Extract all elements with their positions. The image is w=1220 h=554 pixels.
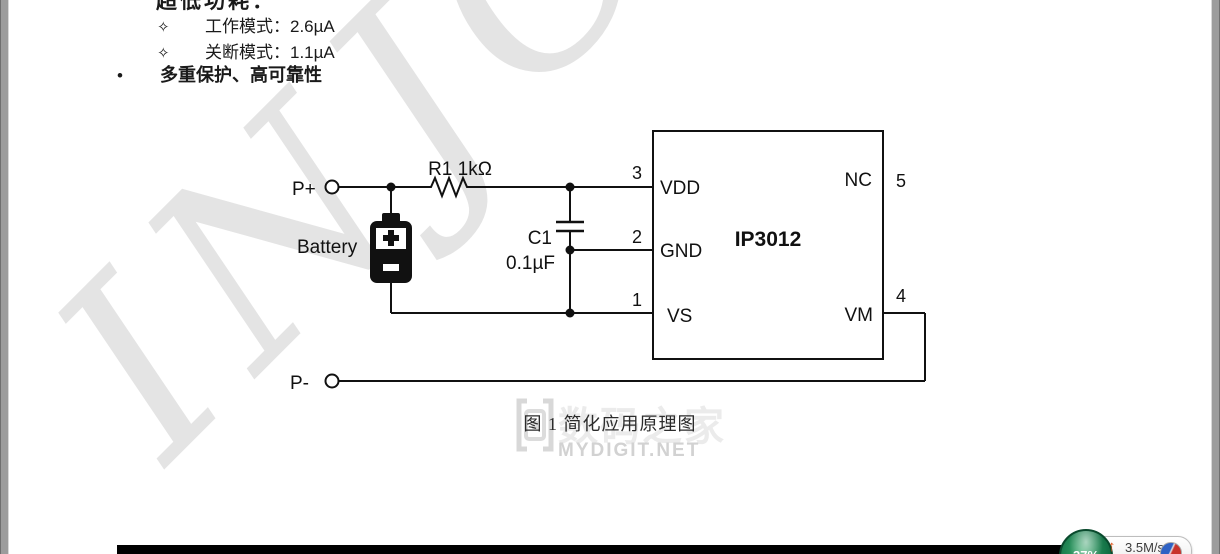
p-minus-label: P- xyxy=(290,373,309,394)
diamond-bullet-icon: ✧ xyxy=(157,19,170,36)
pin-name-nc: NC xyxy=(845,170,872,191)
pin-name-vm: VM xyxy=(845,305,874,326)
pin-name-vdd: VDD xyxy=(660,178,700,199)
pin-number-3: 3 xyxy=(632,163,642,183)
diamond-bullet-icon: ✧ xyxy=(157,45,170,62)
pin-name-gnd: GND xyxy=(660,241,702,262)
c1-label: C1 xyxy=(528,228,552,249)
c1-value: 0.1µF xyxy=(506,253,555,274)
p-minus-terminal xyxy=(324,373,340,389)
feature-item: ✧ 关断模式：1.1µA xyxy=(157,38,335,63)
p-plus-terminal xyxy=(324,179,340,195)
viewer-left-gutter xyxy=(0,0,9,554)
chip-name: IP3012 xyxy=(735,228,802,251)
clipped-heading: 超低功耗： xyxy=(156,0,276,13)
dot-bullet-icon: • xyxy=(117,66,123,85)
next-page-header-bar xyxy=(117,545,1062,554)
pin-name-vs: VS xyxy=(667,306,692,327)
battery-icon xyxy=(370,213,412,283)
pin-number-2: 2 xyxy=(632,227,642,247)
pin-number-5: 5 xyxy=(896,171,906,191)
viewer-right-gutter xyxy=(1211,0,1220,554)
resistor-r1 xyxy=(425,175,473,199)
battery-label: Battery xyxy=(297,237,358,258)
junction-dots xyxy=(386,182,575,318)
feature-item-text: 关断模式：1.1µA xyxy=(205,43,335,62)
feature-item-bold: • 多重保护、高可靠性 xyxy=(117,61,322,87)
feature-item-text: 多重保护、高可靠性 xyxy=(160,65,322,85)
pin-number-1: 1 xyxy=(632,290,642,310)
figure-caption: 图 1 简化应用原理图 xyxy=(523,414,697,434)
upload-arrow-icon: ↑ xyxy=(1108,538,1116,554)
feature-item-text: 工作模式：2.6µA xyxy=(205,17,335,36)
pin-number-4: 4 xyxy=(896,286,906,306)
network-speed-label: 3.5M/s xyxy=(1125,540,1165,554)
r1-label: R1 1kΩ xyxy=(428,159,492,180)
feature-item: ✧ 工作模式：2.6µA xyxy=(157,12,335,37)
p-plus-label: P+ xyxy=(292,179,316,200)
ball-percent-label: 37% xyxy=(1061,548,1111,554)
ic-body xyxy=(652,130,884,360)
